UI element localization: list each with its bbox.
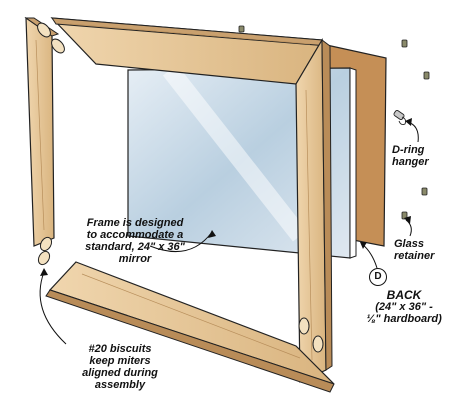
mirror-highlight: [162, 64, 308, 242]
frame-bottom-rail-edge: [45, 289, 335, 393]
dring-leader-line: [407, 121, 419, 143]
frame-callout-line: standard, 24" x 36": [85, 241, 185, 253]
biscuit: [312, 335, 324, 353]
d-ring-hanger-icon: [393, 110, 407, 126]
frame-bottom-grain: [81, 273, 301, 359]
glass-callout: Glass retainer: [394, 238, 454, 262]
frame-callout-line: Frame is designed: [86, 217, 184, 229]
biscuits-callout-line: keep miters: [89, 355, 151, 367]
biscuit: [39, 236, 53, 252]
back-callout-line: ⅛" hardboard): [366, 313, 442, 325]
frame-leader-line: [149, 231, 213, 253]
dring-callout-line: hanger: [392, 156, 429, 168]
arrowhead: [360, 242, 367, 249]
back-part-badge: D: [369, 268, 387, 286]
glass-callout-line: retainer: [394, 250, 435, 262]
biscuit: [51, 38, 65, 54]
back-callout-title: BACK: [386, 288, 422, 302]
biscuit: [37, 250, 51, 266]
biscuits-leader-line: [39, 271, 67, 345]
arrowhead: [404, 216, 411, 224]
frame-callout: Frame is designed to accommodate a stand…: [60, 217, 210, 265]
mirror-edge: [349, 67, 357, 259]
frame-right-grain: [305, 89, 313, 361]
biscuit: [37, 22, 51, 38]
arrowhead: [40, 268, 48, 276]
biscuits-callout-line: #20 biscuits: [88, 343, 152, 355]
glass-callout-line: Glass: [394, 238, 424, 250]
frame-right-stile-edge: [321, 38, 333, 371]
arrowhead: [208, 230, 216, 238]
glass-retainer-icon: [238, 25, 430, 220]
back-callout-line: (24" x 36" -: [375, 301, 433, 313]
back-leader-line: [361, 243, 378, 269]
frame-callout-line: mirror: [118, 253, 152, 265]
biscuits-callout-line: aligned during: [82, 367, 158, 379]
biscuit: [298, 317, 310, 335]
biscuits-callout: #20 biscuits keep miters aligned during …: [64, 343, 176, 391]
dring-callout-line: D-ring: [392, 144, 425, 156]
frame-left-grain: [35, 39, 45, 231]
biscuits-callout-line: assembly: [94, 379, 146, 391]
arrowhead: [405, 118, 412, 126]
back-callout: BACK (24" x 36" - ⅛" hardboard): [358, 289, 450, 325]
dring-callout: D-ring hanger: [392, 144, 452, 168]
frame-top-grain: [69, 23, 311, 45]
frame-callout-line: to accommodate a: [86, 229, 184, 241]
